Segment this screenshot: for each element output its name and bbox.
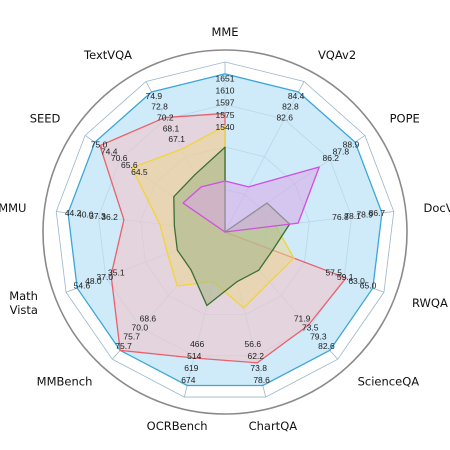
axis-label-pope: POPE bbox=[390, 111, 420, 125]
value-label-textvqa-4: 68.1 bbox=[163, 123, 180, 133]
value-label-vqav2-1: 84.4 bbox=[288, 91, 305, 101]
value-label-textvqa-5: 67.1 bbox=[168, 134, 185, 144]
value-label-math-vista-1: 54.6 bbox=[74, 281, 91, 291]
axis-label-rwqa: RWQA bbox=[412, 295, 448, 309]
value-label-docvqa-4: 76.8 bbox=[332, 212, 349, 222]
value-label-vqav2-3: 82.6 bbox=[276, 112, 293, 122]
axis-label-vqav2: VQAv2 bbox=[318, 47, 356, 61]
value-label-rwqa-1: 65.0 bbox=[360, 281, 377, 291]
value-label-rwqa-2: 63.0 bbox=[348, 276, 365, 286]
value-label-mme-3: 1597 bbox=[216, 98, 235, 108]
value-label-mmbench-2: 75.7 bbox=[123, 332, 140, 342]
value-label-math-vista-2: 48.0 bbox=[85, 276, 102, 286]
value-label-ocrbench-4: 466 bbox=[190, 339, 204, 349]
value-label-mmmu-1: 44.2 bbox=[65, 208, 82, 218]
value-label-scienceqa-3: 73.5 bbox=[302, 322, 319, 332]
value-label-mme-1: 1651 bbox=[216, 73, 235, 83]
value-label-mmmu-4: 36.2 bbox=[101, 212, 118, 222]
value-label-pope-3: 86.2 bbox=[322, 153, 339, 163]
value-label-rwqa-3: 59.1 bbox=[337, 272, 354, 282]
value-label-scienceqa-1: 82.6 bbox=[318, 341, 335, 351]
value-label-seed-4: 65.6 bbox=[121, 160, 138, 170]
value-label-docvqa-2: 78.9 bbox=[356, 209, 373, 219]
value-label-mmmu-3: 37.3 bbox=[89, 211, 106, 221]
outer-ring bbox=[42, 49, 408, 415]
axis-label-chartqa: ChartQA bbox=[249, 419, 298, 433]
value-label-ocrbench-2: 619 bbox=[184, 363, 198, 373]
series-polygon-5 bbox=[182, 166, 320, 233]
value-label-docvqa-1: 86.7 bbox=[369, 208, 386, 218]
value-label-chartqa-1: 78.6 bbox=[253, 375, 270, 385]
value-label-rwqa-4: 57.5 bbox=[325, 267, 342, 277]
value-label-chartqa-3: 62.2 bbox=[247, 351, 264, 361]
value-label-math-vista-3: 37.0 bbox=[97, 272, 114, 282]
axis-label-scienceqa: ScienceQA bbox=[358, 374, 420, 388]
value-label-textvqa-1: 74.9 bbox=[146, 91, 163, 101]
value-label-ocrbench-3: 514 bbox=[187, 351, 201, 361]
axis-label-docvqa: DocVQA bbox=[424, 200, 450, 214]
value-label-seed-5: 64.5 bbox=[131, 167, 148, 177]
value-label-seed-1: 75.0 bbox=[91, 139, 108, 149]
axis-label-ocrbench: OCRBench bbox=[147, 419, 208, 433]
value-label-seed-2: 74.4 bbox=[101, 146, 118, 156]
value-label-scienceqa-2: 79.3 bbox=[310, 332, 327, 342]
axis-label-seed: SEED bbox=[30, 111, 61, 125]
grid-ring-4 bbox=[55, 61, 395, 398]
value-label-chartqa-2: 73.8 bbox=[250, 363, 267, 373]
value-label-textvqa-2: 72.8 bbox=[151, 102, 168, 112]
value-label-mmbench-1: 75.7 bbox=[115, 341, 132, 351]
value-label-mme-4: 1575 bbox=[216, 110, 235, 120]
axis-label-mme: MME bbox=[211, 25, 238, 39]
value-label-ocrbench-1: 674 bbox=[181, 375, 195, 385]
value-label-chartqa-4: 56.6 bbox=[245, 339, 262, 349]
value-label-mmmu-2: 40.0 bbox=[77, 209, 94, 219]
value-label-textvqa-3: 70.2 bbox=[157, 112, 174, 122]
value-label-mme-5: 1540 bbox=[216, 122, 235, 132]
axis-label-textvqa: TextVQA bbox=[83, 47, 132, 61]
axis-label-mmmu: MMMU bbox=[0, 200, 26, 214]
value-label-scienceqa-4: 71.9 bbox=[294, 313, 311, 323]
value-label-mme-2: 1610 bbox=[216, 85, 235, 95]
value-label-math-vista-4: 35.1 bbox=[108, 267, 125, 277]
axis-label-mmbench: MMBench bbox=[37, 374, 93, 388]
value-label-vqav2-2: 82.8 bbox=[282, 102, 299, 112]
value-label-seed-3: 70.6 bbox=[111, 153, 128, 163]
value-label-mmbench-4: 68.6 bbox=[140, 313, 157, 323]
value-label-pope-1: 88.9 bbox=[343, 139, 360, 149]
value-label-mmbench-3: 70.0 bbox=[132, 322, 149, 332]
value-label-docvqa-3: 78.1 bbox=[344, 211, 361, 221]
radar-series-layer bbox=[67, 73, 383, 387]
value-labels-layer: 1651161015971575154084.482.882.688.987.8… bbox=[65, 73, 386, 385]
value-label-pope-2: 87.8 bbox=[333, 146, 350, 156]
